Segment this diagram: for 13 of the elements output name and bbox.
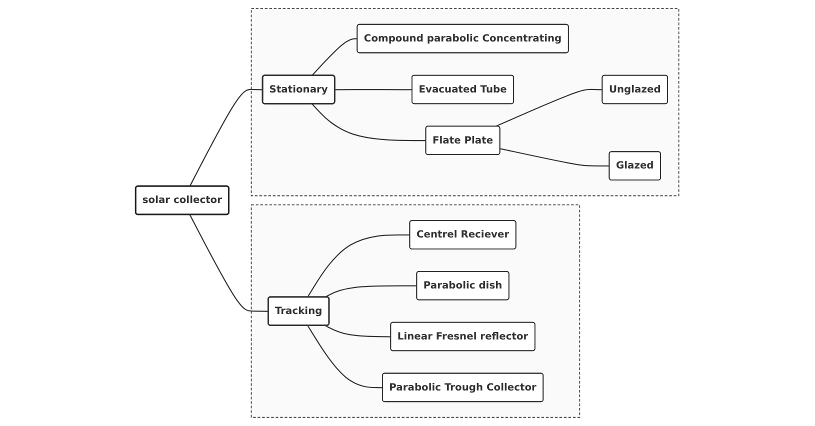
connector [325,325,392,338]
connector [496,88,603,127]
connector [190,214,269,312]
cluster [251,204,580,418]
connector [307,234,410,298]
connector [307,325,383,388]
cluster [251,8,680,196]
connector [325,285,418,298]
connector [312,103,426,142]
connector [190,88,264,187]
connector [312,38,358,76]
connector [500,148,610,167]
connector [335,88,412,90]
